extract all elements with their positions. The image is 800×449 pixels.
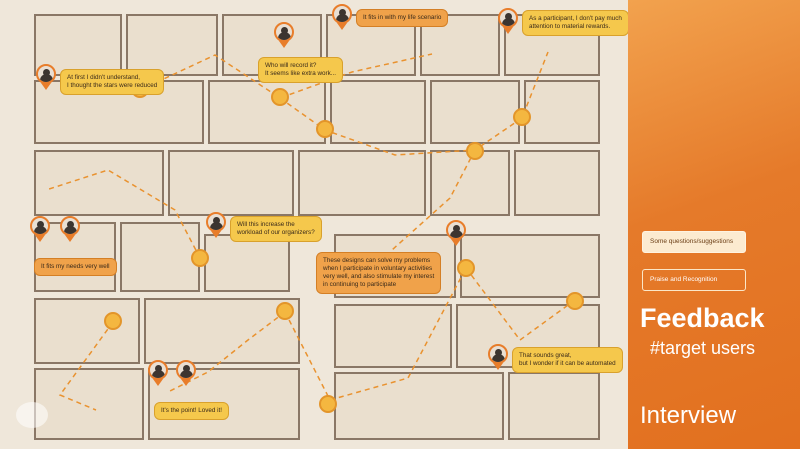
- connector-dot: [457, 259, 475, 277]
- connector-dot: [191, 249, 209, 267]
- quote-bubble: As a participant, I don't pay much atten…: [522, 10, 628, 36]
- connector-dot: [513, 108, 531, 126]
- quote-bubble: Will this increase the workload of our o…: [230, 216, 322, 242]
- quote-text: workload of our organizers?: [237, 229, 315, 236]
- quote-bubble: It's the point! Loved it!: [154, 402, 230, 420]
- connector-dot: [466, 142, 484, 160]
- quote-bubble: It fits in with my life scenario: [356, 9, 449, 27]
- avatar-marker-pin: [153, 379, 163, 386]
- avatar-marker: [36, 64, 56, 84]
- avatar-marker: [274, 22, 294, 42]
- avatar-marker: [332, 4, 352, 24]
- storyboard: It fits in with my life scenario As a pa…: [16, 4, 628, 440]
- interview-label: Interview: [640, 402, 737, 429]
- storyboard-panel: [204, 234, 290, 292]
- avatar-marker: [176, 360, 196, 380]
- avatar-marker-pin: [181, 379, 191, 386]
- quote-bubble: These designs can solve my problems when…: [316, 252, 442, 294]
- avatar-marker-pin: [503, 27, 513, 34]
- storyboard-panel: [144, 298, 300, 364]
- feedback-title: Feedback: [640, 303, 765, 333]
- quote-text: At first I didn't understand,: [67, 74, 140, 81]
- connector-dot: [271, 88, 289, 106]
- quote-text: I thought the stars were reduced: [67, 82, 158, 89]
- sidebar: Some questions/suggestions Praise and Re…: [628, 0, 800, 449]
- quote-text: when I participate in voluntary activiti…: [323, 265, 433, 272]
- avatar-marker-pin: [211, 231, 221, 238]
- quote-text: very well, and also stimulate my interes…: [323, 273, 435, 280]
- avatar-marker: [148, 360, 168, 380]
- storyboard-panel: [34, 368, 144, 440]
- avatar-marker: [30, 216, 50, 236]
- storyboard-panel: [298, 150, 426, 216]
- quote-bubble: That sounds great, but I wonder if it ca…: [512, 347, 623, 373]
- avatar-marker: [498, 8, 518, 28]
- storyboard-panel: [460, 234, 600, 298]
- storyboard-panel: [508, 372, 600, 440]
- storyboard-panel: [330, 80, 426, 144]
- quote-text: It fits my needs very well: [41, 263, 110, 270]
- avatar-marker-pin: [65, 235, 75, 242]
- quote-text: Will this increase the: [237, 221, 295, 228]
- quote-bubble: Who will record it? It seems like extra …: [258, 57, 344, 83]
- quote-bubble: At first I didn't understand, I thought …: [60, 69, 165, 95]
- praise-recognition-button[interactable]: Praise and Recognition: [642, 269, 746, 291]
- avatar-marker-pin: [41, 83, 51, 90]
- storyboard-panel: [168, 150, 294, 216]
- avatar-marker-pin: [451, 239, 461, 246]
- quote-text: These designs can solve my problems: [323, 257, 431, 264]
- avatar-marker: [488, 344, 508, 364]
- quote-text: in continuing to participate: [323, 281, 397, 288]
- watermark-logo: [16, 402, 48, 428]
- storyboard-panel: [34, 298, 140, 364]
- avatar-marker: [60, 216, 80, 236]
- feedback-subtitle: #target users: [650, 338, 756, 358]
- avatar-marker: [446, 220, 466, 240]
- quote-text: Who will record it?: [265, 62, 317, 69]
- avatar-marker-pin: [337, 23, 347, 30]
- connector-dot: [566, 292, 584, 310]
- storyboard-panel: [334, 372, 504, 440]
- quote-text: It seems like extra work...: [265, 70, 337, 77]
- avatar-marker-pin: [35, 235, 45, 242]
- quote-text: attention to material rewards.: [529, 23, 611, 30]
- storyboard-panel: [126, 14, 218, 76]
- quote-text: That sounds great,: [519, 352, 572, 359]
- questions-suggestions-button[interactable]: Some questions/suggestions: [642, 231, 746, 253]
- quote-text: It's the point! Loved it!: [161, 407, 223, 414]
- quote-text: As a participant, I don't pay much: [529, 15, 622, 22]
- connector-dot: [104, 312, 122, 330]
- quote-bubble: It fits my needs very well: [34, 258, 117, 276]
- storyboard-panel: [514, 150, 600, 216]
- avatar-marker-pin: [493, 363, 503, 370]
- quote-text: but I wonder if it can be automated: [519, 360, 616, 367]
- avatar-marker: [206, 212, 226, 232]
- connector-dot: [319, 395, 337, 413]
- quote-text: It fits in with my life scenario: [363, 14, 442, 21]
- connector-dot: [316, 120, 334, 138]
- connector-dot: [276, 302, 294, 320]
- storyboard-panel: [34, 150, 164, 216]
- avatar-marker-pin: [279, 41, 289, 48]
- storyboard-panel: [334, 304, 452, 368]
